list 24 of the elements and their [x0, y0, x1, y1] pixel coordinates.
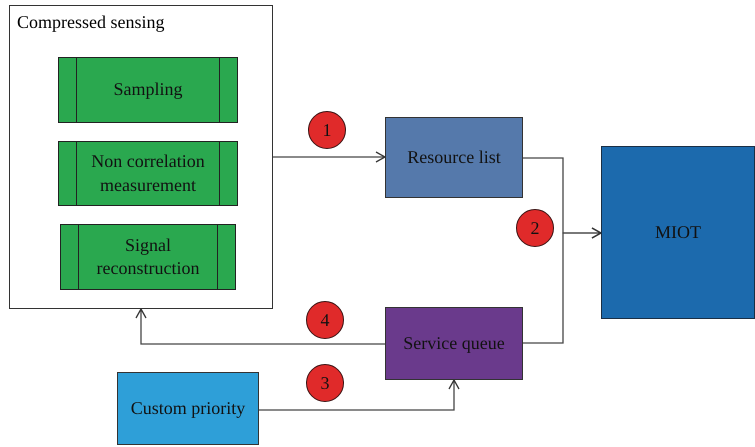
process-box: [385, 307, 523, 380]
connector-arrow: [135, 308, 385, 345]
node-label: MIOT: [655, 220, 701, 244]
node-label: Custom priority: [130, 396, 246, 420]
input-box: [117, 372, 259, 445]
step-number: 1: [308, 111, 346, 149]
group-title: Compressed sensing: [17, 11, 164, 34]
process-box: [385, 117, 523, 198]
step-number: 3: [306, 364, 344, 402]
step-number: 4: [306, 301, 344, 339]
connector-arrow: [273, 151, 386, 163]
node-label: Non correlation measurement: [90, 150, 206, 196]
node-label: Signal reconstruction: [96, 234, 200, 280]
step-number: 2: [516, 209, 554, 247]
node-label: Service queue: [403, 332, 505, 355]
node-label: Sampling: [113, 78, 182, 102]
connector-arrow: [523, 227, 602, 344]
group-box: [9, 5, 273, 309]
process-box: [58, 141, 238, 206]
process-box: [58, 57, 238, 123]
node-label: Resource list: [407, 146, 501, 169]
process-box: [60, 224, 236, 290]
system-box: [601, 146, 755, 319]
connector-arrow: [259, 379, 460, 411]
